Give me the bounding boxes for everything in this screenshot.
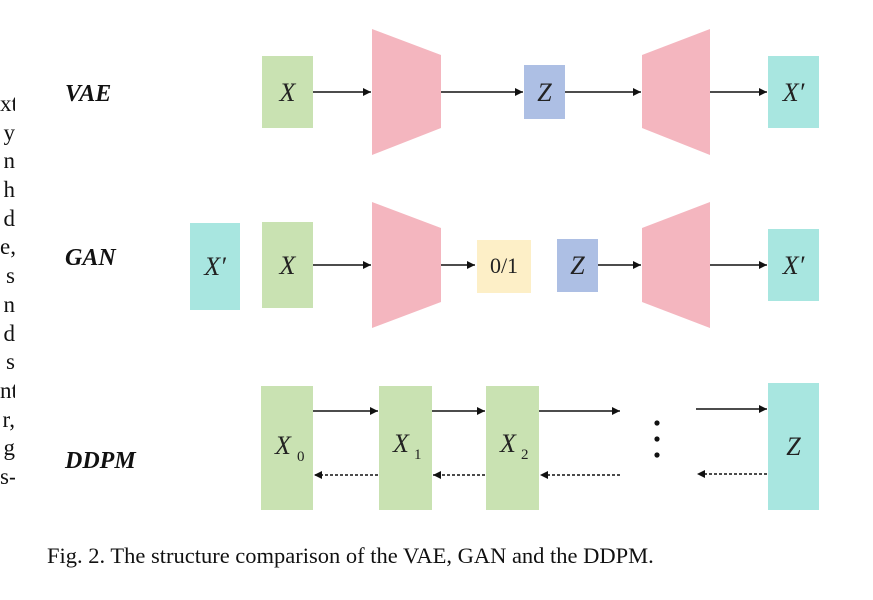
vae-latent-label: Z — [537, 78, 552, 107]
vae-decoder-shape — [642, 29, 710, 155]
text-line: g — [3, 435, 16, 461]
ddpm-x2-label: X — [499, 429, 517, 458]
text-line: d — [3, 320, 16, 346]
text-line: xt — [0, 91, 15, 116]
row-label-ddpm: DDPM — [64, 448, 137, 474]
gan-row: X′ X 0/1 Z X′ — [190, 202, 819, 328]
gan-output-box — [768, 229, 819, 301]
text-line: n — [3, 291, 16, 317]
gan-discriminator-output-label: 0/1 — [490, 253, 518, 278]
text-line: h — [3, 177, 16, 203]
ddpm-x2-subscript: 2 — [521, 447, 529, 463]
gan-real-sample-box — [190, 223, 240, 310]
text-line: r, — [2, 406, 16, 432]
ddpm-latent-label: Z — [786, 432, 801, 461]
gan-input-label: X — [279, 251, 297, 280]
ddpm-x0-label: X — [274, 431, 292, 460]
vae-input-label: X — [279, 78, 297, 107]
vae-input-box — [262, 56, 313, 128]
row-label-vae: VAE — [65, 81, 111, 107]
gan-latent-label: Z — [570, 251, 585, 280]
vae-row: X Z X′ — [262, 29, 819, 155]
ddpm-x1-box — [379, 386, 432, 510]
text-line: d — [3, 205, 16, 231]
figure-caption: Fig. 2. The structure comparison of the … — [47, 543, 654, 568]
gan-generator-shape — [642, 202, 710, 328]
left-column-text-fragment: xt y n h d e, s n d s nt r, g s- — [0, 91, 15, 493]
text-line: y — [3, 119, 16, 145]
text-line: s — [6, 349, 15, 375]
vae-latent-box — [524, 65, 565, 119]
model-structure-diagram: VAE GAN DDPM X Z X′ X′ X 0/1 Z — [64, 29, 819, 510]
vae-output-label: X′ — [782, 78, 805, 107]
text-line: s — [6, 263, 15, 289]
vertical-ellipsis-icon — [654, 420, 660, 458]
text-line: n — [3, 148, 16, 174]
text-line: e, — [0, 234, 15, 260]
gan-input-box — [262, 222, 313, 308]
text-line: s- — [0, 463, 15, 489]
gan-discriminator-output-box — [477, 240, 531, 293]
ddpm-latent-box — [768, 383, 819, 510]
gan-output-label: X′ — [782, 251, 805, 280]
ddpm-x1-label: X — [392, 429, 410, 458]
ddpm-x1-subscript: 1 — [414, 447, 422, 463]
text-line: nt — [0, 377, 15, 403]
vae-encoder-shape — [372, 29, 441, 155]
ddpm-x2-box — [486, 386, 539, 510]
ddpm-x0-subscript: 0 — [297, 449, 305, 465]
ddpm-row: X 0 X 1 X 2 Z — [261, 383, 819, 510]
vae-output-box — [768, 56, 819, 128]
gan-real-sample-label: X′ — [203, 252, 226, 281]
gan-discriminator-shape — [372, 202, 441, 328]
row-label-gan: GAN — [65, 245, 117, 271]
gan-latent-box — [557, 239, 598, 292]
ddpm-x0-box — [261, 386, 313, 510]
